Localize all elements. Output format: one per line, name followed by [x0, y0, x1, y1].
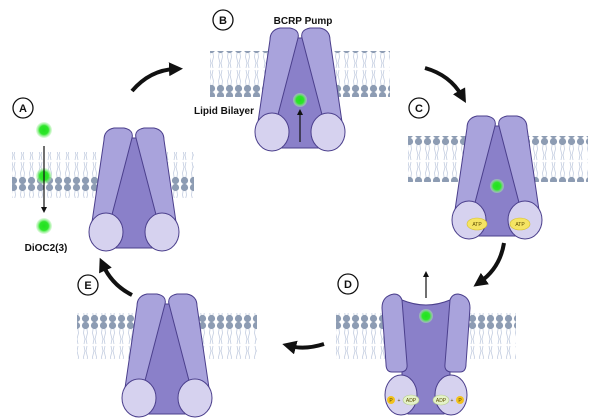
dye-molecule-a-inside: [36, 218, 52, 234]
step-label-e: E: [84, 280, 91, 292]
cycle-arrow-e-to-a: [99, 257, 133, 297]
bcrp-pump-a: [88, 127, 180, 252]
phosphate-label-right: P: [458, 398, 462, 404]
cycle-arrow-d-to-e: [282, 340, 325, 355]
atp-molecule-left: ATP: [466, 217, 488, 231]
adp-phosphate-right: ADP + P: [432, 394, 464, 406]
cycle-arrow-b-to-c: [424, 66, 466, 103]
step-label-a: A: [19, 103, 27, 115]
atp-label-right: ATP: [515, 222, 525, 228]
adp-label-right: ADP: [436, 398, 447, 404]
plus-label-left: +: [398, 398, 401, 404]
step-label-d: D: [344, 279, 352, 291]
step-badge-d: D: [337, 273, 359, 295]
atp-label-left: ATP: [472, 222, 482, 228]
adp-label-left: ADP: [406, 398, 417, 404]
plus-label-right: +: [451, 398, 454, 404]
adp-phosphate-left: P + ADP: [387, 394, 420, 406]
step-badge-b: B: [212, 9, 234, 31]
dye-molecule-c: [490, 179, 504, 193]
dye-molecule-a-outside: [36, 122, 52, 138]
step-badge-a: A: [12, 97, 34, 119]
bcrp-pump-e: [121, 293, 213, 418]
phosphate-label-left: P: [389, 398, 393, 404]
step-label-b: B: [219, 15, 227, 27]
dye-molecule-d: [419, 309, 433, 323]
pump-label: BCRP Pump: [274, 16, 333, 27]
step-badge-c: C: [408, 97, 430, 119]
dye-molecule-b: [293, 93, 307, 107]
step-label-c: C: [415, 103, 423, 115]
cycle-arrow-c-to-d: [473, 242, 506, 287]
dye-label: DiOC2(3): [25, 243, 68, 254]
bcrp-pump-b: [254, 27, 346, 152]
step-badge-e: E: [77, 274, 99, 296]
bilayer-label: Lipid Bilayer: [194, 106, 254, 117]
cycle-arrow-a-to-b: [130, 62, 183, 93]
atp-molecule-right: ATP: [509, 217, 531, 231]
